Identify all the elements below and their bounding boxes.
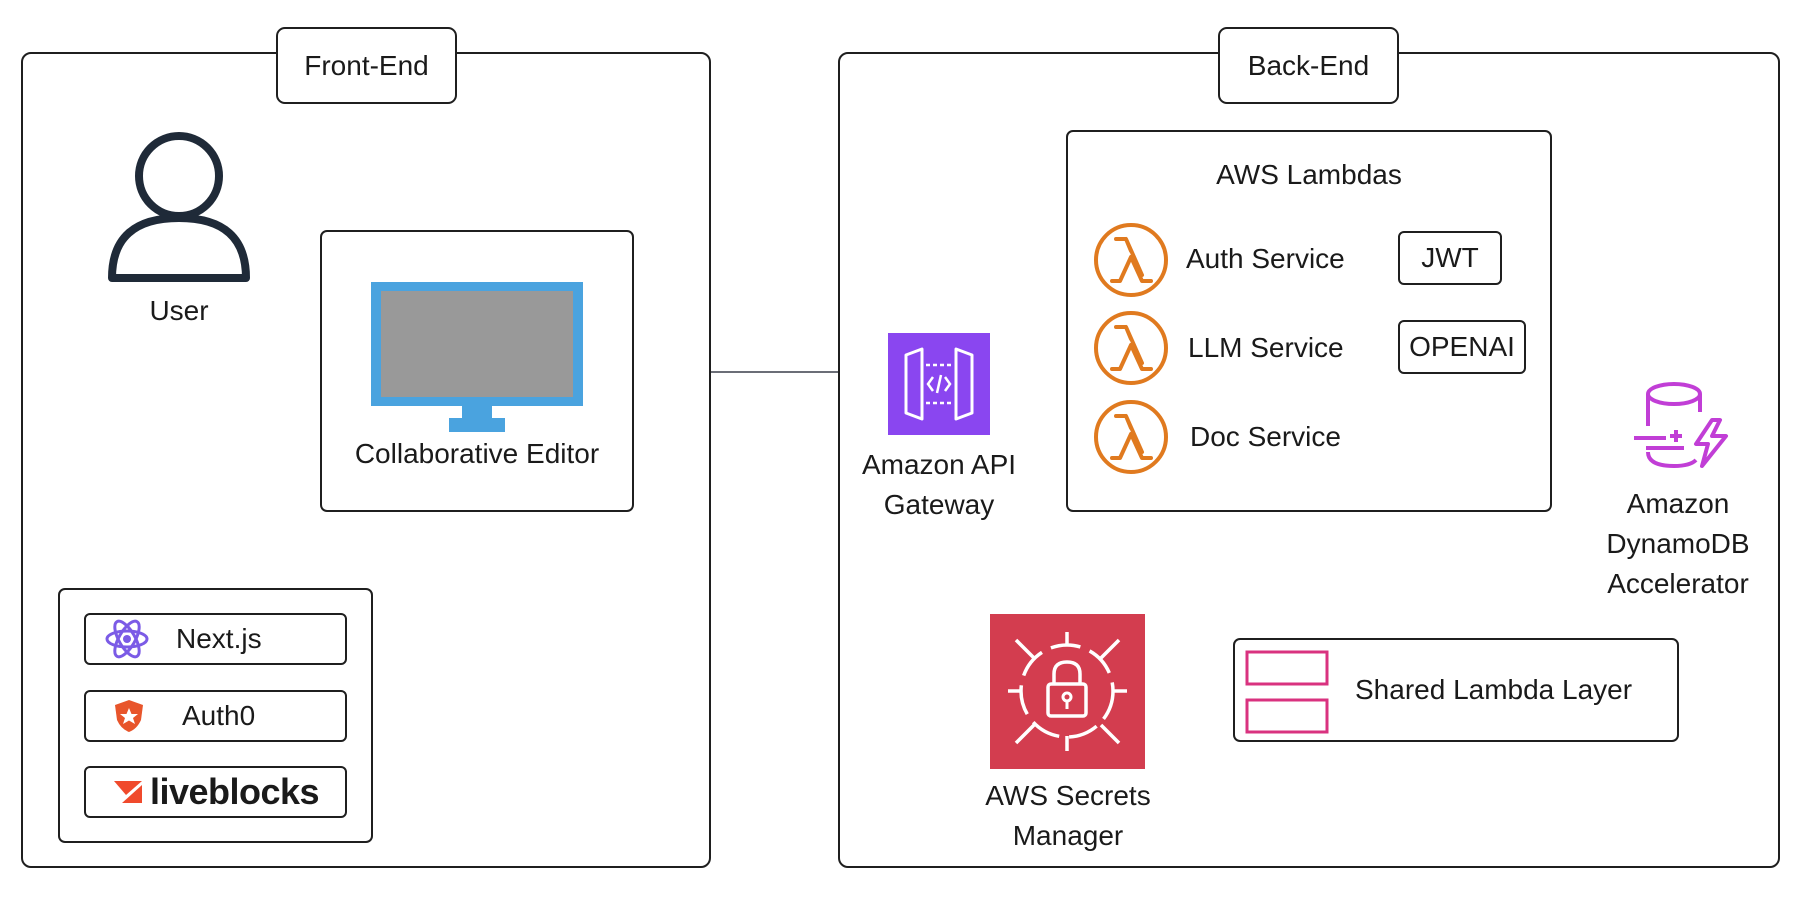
backend-title: Back-End — [1218, 27, 1399, 104]
liveblocks-label: liveblocks — [149, 771, 320, 812]
liveblocks-logo-icon — [113, 781, 142, 803]
jwt-box: JWT — [1398, 231, 1502, 285]
aws-lambdas-title: AWS Lambdas — [1216, 159, 1402, 190]
secrets-label-line1: AWS Secrets — [985, 780, 1151, 811]
monitor-icon — [371, 282, 583, 432]
lambda-icon — [1094, 223, 1168, 297]
openai-box: OPENAI — [1398, 320, 1526, 374]
api-gateway-label-line2: Gateway — [883, 489, 995, 520]
auth0-pill[interactable]: Auth0 — [84, 690, 347, 742]
llm-service-label: LLM Service — [1188, 332, 1344, 363]
api-gateway-label-line1: Amazon API — [861, 449, 1017, 480]
nextjs-label: Next.js — [176, 623, 262, 654]
dynamodb-label-line2: DynamoDB — [1606, 528, 1750, 559]
react-icon — [105, 619, 149, 659]
auth0-shield-icon — [115, 700, 143, 732]
secrets-manager-icon — [990, 614, 1145, 769]
auth-service-label: Auth Service — [1186, 243, 1345, 274]
liveblocks-pill[interactable]: liveblocks — [84, 766, 347, 818]
lambda-icon — [1094, 400, 1168, 474]
shared-lambda-layer-label: Shared Lambda Layer — [1355, 674, 1633, 705]
secrets-label-line2: Manager — [1012, 820, 1124, 851]
doc-service-label: Doc Service — [1190, 421, 1341, 452]
nextjs-pill[interactable]: Next.js — [84, 613, 347, 665]
dynamodb-accelerator-icon — [1634, 382, 1728, 469]
frontend-title: Front-End — [276, 27, 457, 104]
api-gateway-icon — [888, 333, 990, 435]
dynamodb-label-line3: Accelerator — [1607, 568, 1749, 599]
user-icon — [108, 132, 250, 282]
user-label: User — [149, 295, 209, 326]
editor-label: Collaborative Editor — [354, 438, 600, 469]
shared-lambda-layer-box[interactable] — [1233, 638, 1679, 742]
auth0-label: Auth0 — [182, 700, 256, 731]
layers-icon — [1245, 650, 1329, 734]
dynamodb-label-line1: Amazon — [1626, 488, 1730, 519]
lambda-icon — [1094, 311, 1168, 385]
